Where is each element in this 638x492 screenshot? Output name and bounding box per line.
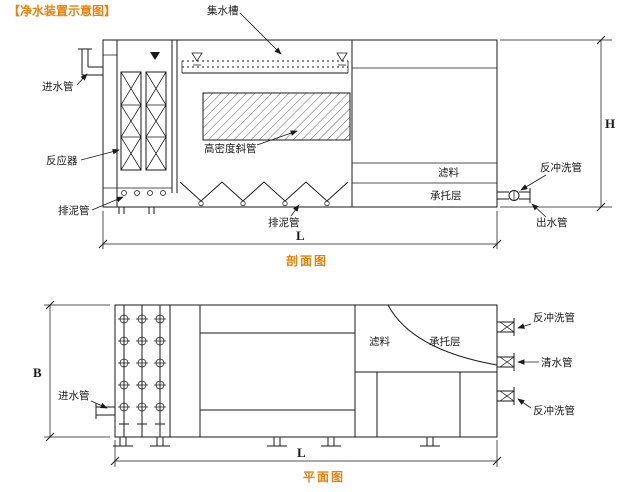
plan-view: 滤料 承托层 反冲洗管 清水管 反冲洗管 进水管 [33, 300, 575, 484]
support-layer-label-plan: 承托层 [429, 335, 461, 348]
backwash-pipe-top-leader [517, 323, 532, 329]
clean-water-stub [497, 353, 515, 371]
clean-water-pipe-label: 清水管 [541, 356, 573, 369]
backwash-pipe-top-label: 反冲洗管 [533, 311, 575, 324]
inlet-pipe-leader-section [76, 73, 88, 86]
sludge-pipe-left-leader [91, 196, 124, 211]
inlet-pipe-leader-plan [90, 400, 108, 409]
valve-icon [499, 321, 515, 333]
water-level-marker-icon [150, 52, 160, 60]
inclined-tube-label: 高密度斜管 [204, 142, 257, 155]
outlet-pipe-assembly [497, 188, 531, 203]
valve-icon [499, 356, 515, 368]
backwash-pipe-label-section: 反冲洗管 [540, 161, 582, 174]
valve-grid [118, 305, 166, 437]
backwash-pipe-leader-section [520, 174, 547, 191]
dim-b-label: B [33, 365, 42, 380]
reactor-leader [80, 148, 120, 161]
support-layer-label-section: 承托层 [430, 189, 462, 202]
dimension-l-plan: L [110, 440, 502, 467]
dim-h-label: H [605, 116, 615, 131]
water-level-icon [191, 52, 348, 66]
reactor-flocculator [103, 52, 172, 214]
page-title: 【净水装置示意图】 [8, 3, 116, 18]
sludge-pipe-mid-leader [290, 204, 300, 217]
inlet-pipe-plan [95, 403, 115, 419]
reactor-label: 反应器 [46, 154, 78, 167]
collecting-trough [181, 60, 349, 74]
collecting-trough-label: 集水槽 [207, 4, 239, 17]
inlet-pipe-label-plan: 进水管 [58, 389, 90, 402]
inclined-tube-module [202, 92, 351, 141]
dimension-h: H [500, 35, 615, 212]
dim-l-label-section: L [296, 228, 305, 243]
inlet-pipe-section [78, 48, 103, 76]
collecting-trough-leader [239, 12, 282, 55]
inclined-tube-leader [256, 130, 298, 146]
plan-tank-outline [114, 304, 498, 438]
filter-area-plan [355, 304, 498, 437]
dimension-l-section: L [98, 211, 502, 249]
sludge-pipe-left-label: 排泥管 [58, 204, 90, 217]
backwash-stub-bottom [497, 387, 515, 405]
outlet-pipe-label: 出水管 [536, 216, 568, 229]
inlet-pipe-label-section: 进水管 [42, 80, 74, 93]
backwash-pipe-bottom-label: 反冲洗管 [533, 404, 575, 417]
dim-l-label-plan: L [297, 445, 306, 460]
sludge-pipe-mid-label: 排泥管 [268, 216, 300, 229]
section-view: H L 集水槽 进水管 反应器 排泥管 排泥管 高密度斜管 滤料 承托层 反冲洗… [42, 4, 615, 268]
filter-bed-lines [352, 162, 497, 184]
filter-media-label-section: 滤料 [438, 166, 459, 179]
dimension-b: B [33, 300, 110, 442]
tank-supports [113, 437, 440, 447]
filter-media-label-plan: 滤料 [369, 335, 390, 348]
section-view-caption: 剖面图 [286, 253, 328, 268]
plan-view-caption: 平面图 [303, 470, 345, 484]
sludge-drain-stubs [118, 207, 155, 214]
backwash-stub-top [497, 318, 515, 336]
sludge-hoppers [179, 181, 349, 207]
valve-icon [499, 390, 515, 402]
outlet-pipe-leader [531, 203, 547, 218]
backwash-pipe-bottom-leader [517, 398, 532, 409]
